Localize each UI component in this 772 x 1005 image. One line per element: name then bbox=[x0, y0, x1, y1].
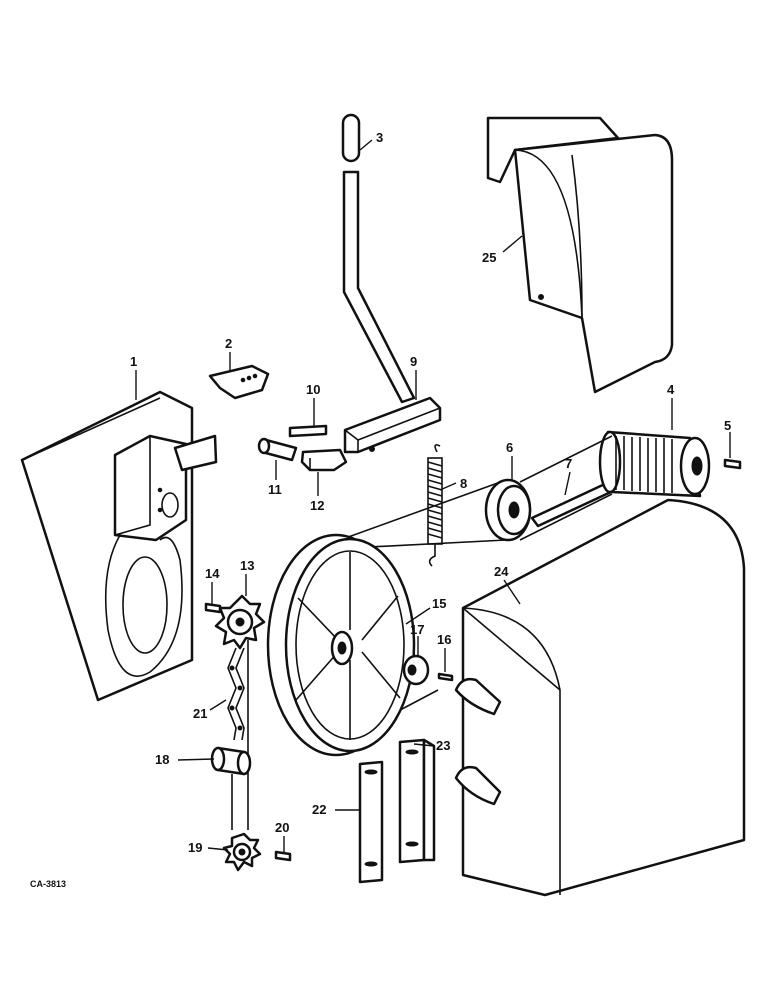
callout-4: 4 bbox=[667, 382, 675, 397]
part-24-housing bbox=[454, 498, 746, 897]
part-18-coupling bbox=[210, 746, 252, 830]
callout-17: 17 bbox=[410, 622, 424, 637]
callout-18: 18 bbox=[155, 752, 169, 767]
callout-25: 25 bbox=[482, 250, 496, 265]
callout-10: 10 bbox=[306, 382, 320, 397]
callout-23: 23 bbox=[436, 738, 450, 753]
part-15-large-sheave bbox=[266, 533, 416, 757]
callout-8: 8 bbox=[460, 476, 467, 491]
part-4-drive-pulley bbox=[598, 430, 711, 498]
callout-20: 20 bbox=[275, 820, 289, 835]
callout-15: 15 bbox=[432, 596, 446, 611]
part-25-top-cover bbox=[486, 116, 674, 394]
part-6-idler-pulley bbox=[484, 478, 532, 542]
callout-11: 11 bbox=[268, 482, 282, 497]
callout-3: 3 bbox=[376, 130, 383, 145]
callout-5: 5 bbox=[724, 418, 731, 433]
callout-12: 12 bbox=[310, 498, 324, 513]
part-10-pin bbox=[288, 424, 328, 438]
leader-lines bbox=[135, 139, 731, 852]
part-12-clip bbox=[300, 448, 348, 472]
callout-13: 13 bbox=[240, 558, 254, 573]
part-2-bracket bbox=[208, 364, 270, 400]
part-22-plate bbox=[358, 760, 384, 884]
callout-16: 16 bbox=[437, 632, 451, 647]
callout-2: 2 bbox=[225, 336, 232, 351]
part-9-lever bbox=[342, 170, 442, 454]
part-16-set-screw bbox=[437, 672, 454, 682]
part-1-shield bbox=[20, 390, 218, 702]
part-17-hub bbox=[402, 654, 430, 686]
part-13-sprocket bbox=[214, 594, 266, 650]
callout-1: 1 bbox=[130, 354, 137, 369]
callout-9: 9 bbox=[410, 354, 417, 369]
diagram-code: CA-3813 bbox=[30, 879, 66, 889]
callout-14: 14 bbox=[205, 566, 220, 581]
callout-24: 24 bbox=[494, 564, 509, 579]
part-23-bracket-plate bbox=[398, 738, 436, 864]
callout-7: 7 bbox=[565, 456, 572, 471]
callout-labels: 1 2 3 4 5 6 7 8 9 10 11 12 13 14 15 16 1… bbox=[130, 130, 731, 855]
part-14-key bbox=[204, 602, 222, 614]
callout-21: 21 bbox=[193, 706, 207, 721]
callout-22: 22 bbox=[312, 802, 326, 817]
part-11-bushing bbox=[257, 437, 298, 462]
part-21-roller-chain bbox=[227, 640, 249, 830]
part-3-handle-grip bbox=[341, 113, 361, 163]
part-20-key bbox=[274, 850, 292, 862]
callout-19: 19 bbox=[188, 840, 202, 855]
part-19-small-sprocket bbox=[222, 832, 262, 872]
part-5-key bbox=[723, 458, 742, 470]
callout-6: 6 bbox=[506, 440, 513, 455]
part-8-spring bbox=[427, 444, 443, 567]
